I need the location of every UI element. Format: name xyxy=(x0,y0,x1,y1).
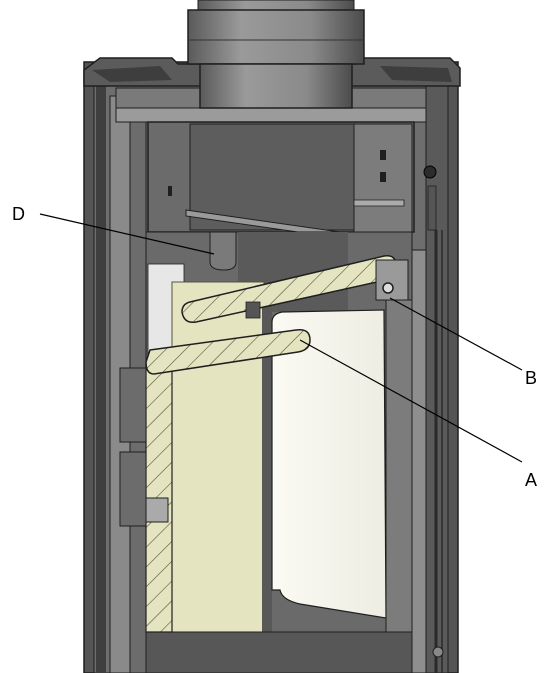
flue-collar xyxy=(187,0,365,109)
smoke-chamber xyxy=(147,121,415,245)
side-insulation-panel xyxy=(119,363,173,633)
baffle-tube-upper xyxy=(181,254,409,324)
baffle-tube-lower xyxy=(145,328,311,375)
leader-line-d xyxy=(39,213,215,255)
callout-label-a: A xyxy=(525,470,537,490)
firebox xyxy=(145,231,413,673)
leader-line-b xyxy=(389,297,523,371)
callout-label-b: B xyxy=(525,368,537,388)
leader-line-a xyxy=(299,339,523,463)
callout-label-d: D xyxy=(12,204,25,224)
leader-lines xyxy=(39,213,523,463)
right-edge-fittings xyxy=(423,165,444,658)
